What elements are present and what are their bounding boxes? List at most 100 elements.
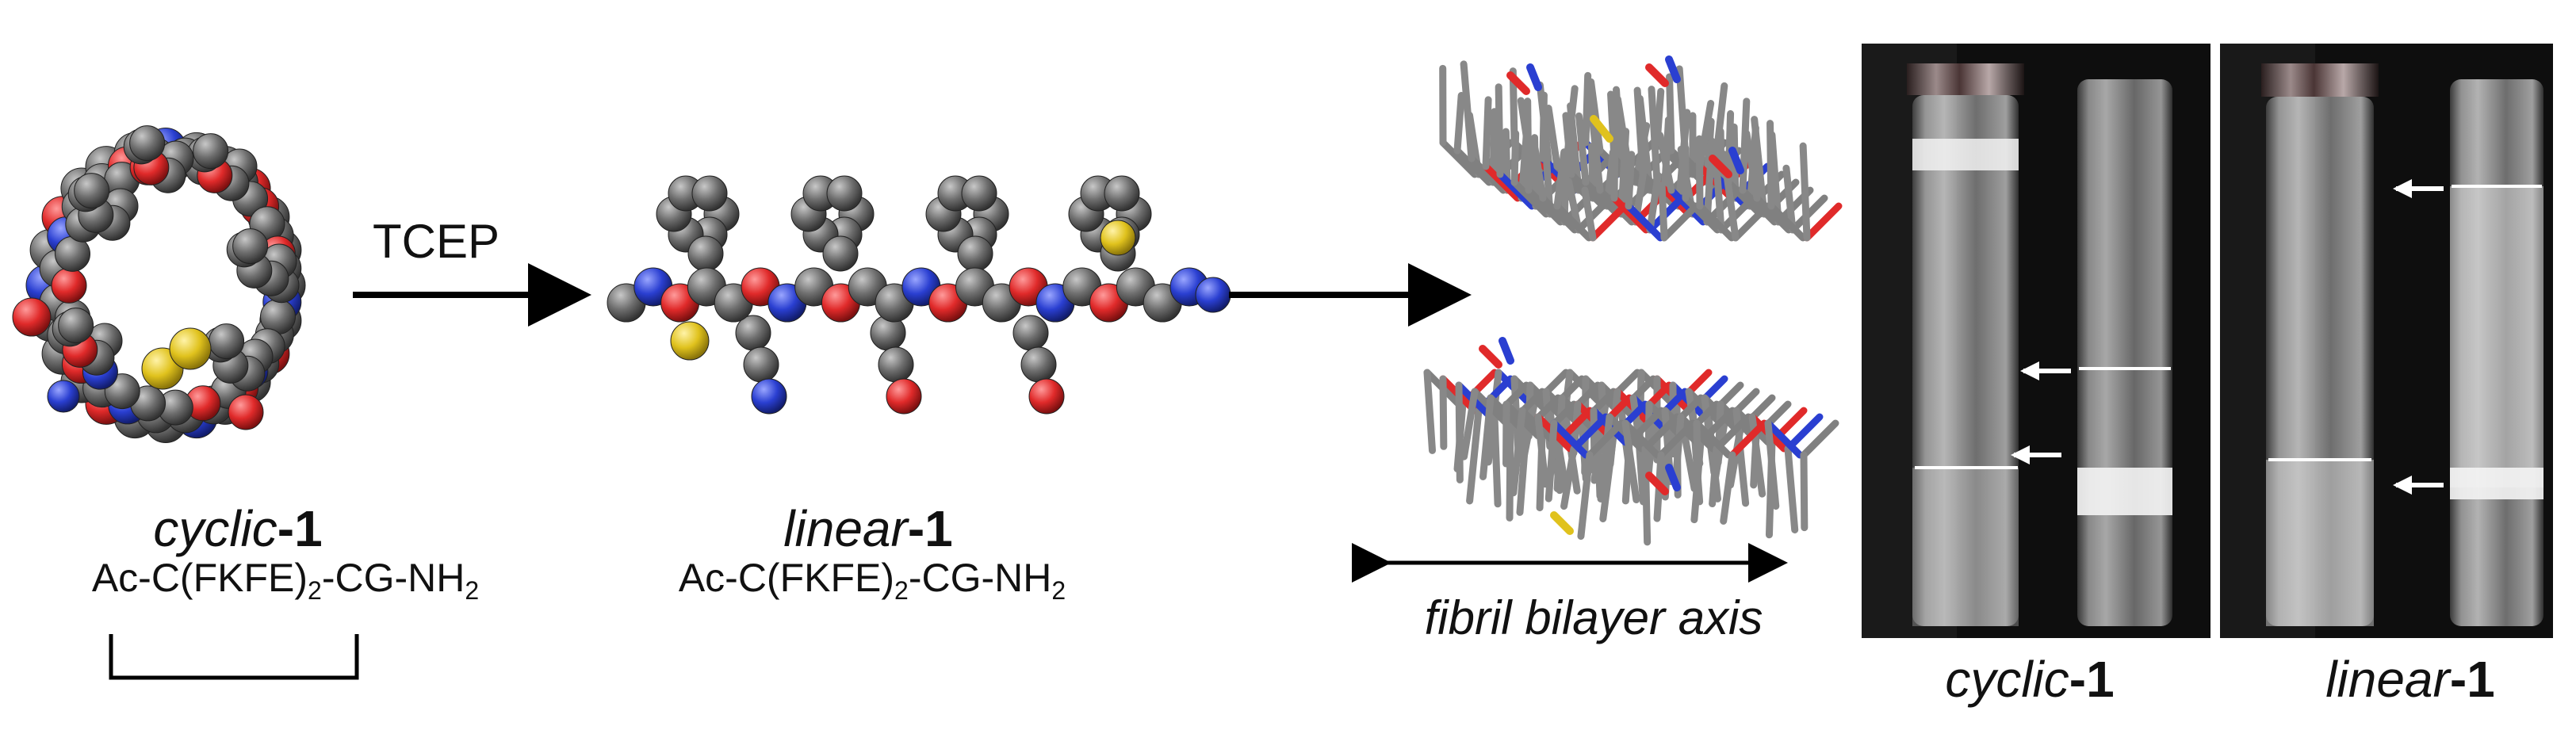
- bond-stick: [1453, 147, 1493, 186]
- bond-stick: [1645, 63, 1669, 87]
- bond-stick: [1693, 419, 1702, 502]
- bond-stick: [1506, 71, 1530, 95]
- bond-stick: [1491, 413, 1502, 508]
- bond-stick: [1739, 186, 1778, 226]
- atom-sphere: [228, 394, 264, 430]
- bond-stick: [1531, 145, 1547, 202]
- bond-stick: [1524, 97, 1533, 194]
- bond-stick: [1625, 151, 1636, 210]
- bond-stick: [1617, 128, 1630, 218]
- bond-stick: [1586, 419, 1625, 459]
- atom-sphere: [232, 228, 269, 265]
- bond-stick: [1782, 164, 1797, 234]
- bond-stick: [1510, 178, 1550, 218]
- atom-sphere: [193, 133, 229, 170]
- bond-stick: [1648, 86, 1661, 186]
- bond-stick: [1732, 202, 1771, 242]
- bond-stick: [1696, 202, 1736, 242]
- bond-stick: [1610, 194, 1650, 234]
- bond-stick: [1516, 426, 1530, 516]
- bond-stick: [1621, 419, 1661, 459]
- bond-stick: [1544, 105, 1561, 170]
- bond-stick: [1423, 369, 1437, 454]
- bond-stick: [1660, 202, 1700, 242]
- bond-stick: [1724, 178, 1764, 218]
- bond-stick: [1525, 186, 1564, 226]
- linear-1-space-filling-model: [607, 175, 1231, 415]
- fibril-axis-label: fibril bilayer axis: [1424, 591, 1763, 644]
- bond-stick: [1534, 413, 1549, 488]
- bond-stick: [1582, 178, 1621, 218]
- bond-stick: [1482, 96, 1492, 170]
- bond-stick: [1743, 130, 1761, 202]
- fibril-bilayer-stick-model: [1423, 55, 1843, 546]
- bond-stick: [1645, 472, 1669, 495]
- atom-sphere: [822, 235, 859, 272]
- cyclic-1-sequence: Ac-C(FKFE)2-CG-NH2: [91, 556, 480, 605]
- linear-1-title: linear-1: [783, 500, 953, 557]
- bond-stick: [1709, 445, 1721, 508]
- atom-sphere: [1100, 220, 1136, 256]
- bond-stick: [1621, 419, 1640, 504]
- bond-stick: [1590, 115, 1613, 143]
- bond-stick: [1439, 375, 1448, 450]
- atom-sphere: [1028, 378, 1065, 415]
- bond-stick: [1560, 445, 1578, 510]
- bond-stick: [1596, 186, 1636, 226]
- photo-panel-cyclic: [1862, 44, 2210, 638]
- bond-stick: [1709, 155, 1732, 178]
- bond-stick: [1482, 162, 1521, 202]
- photo-caption-cyclic: cyclic-1: [1945, 651, 2115, 708]
- bond-stick: [1460, 388, 1479, 461]
- atom-sphere: [670, 321, 710, 361]
- bond-stick: [1800, 419, 1839, 459]
- bond-stick: [1682, 194, 1721, 234]
- bond-stick: [1562, 112, 1575, 178]
- bond-stick: [1553, 148, 1568, 210]
- bond-stick: [1460, 60, 1476, 162]
- photo-panel-linear: [2220, 44, 2553, 638]
- cyclic-1-title: cyclic-1: [153, 500, 323, 557]
- bond-stick: [1597, 413, 1613, 503]
- bond-stick: [1665, 464, 1681, 491]
- atom-sphere: [743, 346, 779, 383]
- atom-sphere: [961, 175, 997, 212]
- atom-sphere: [878, 346, 914, 383]
- atom-sphere: [51, 267, 87, 304]
- bond-stick: [1800, 451, 1809, 532]
- bond-stick: [1479, 345, 1502, 369]
- atom-sphere: [1195, 277, 1231, 313]
- bond-stick: [1495, 83, 1504, 178]
- bond-stick: [1499, 337, 1514, 365]
- bond-stick: [1671, 413, 1685, 485]
- bond-stick: [1544, 419, 1558, 503]
- bond-stick: [1582, 71, 1592, 147]
- atom-sphere: [1104, 175, 1140, 212]
- bond-stick: [1466, 407, 1483, 505]
- bond-stick: [1610, 107, 1619, 202]
- bond-stick: [1695, 135, 1704, 210]
- bond-stick: [1764, 419, 1780, 510]
- atom-sphere: [129, 125, 166, 162]
- bond-stick: [1764, 419, 1804, 459]
- atom-sphere: [1012, 315, 1049, 351]
- bond-stick: [1577, 451, 1594, 541]
- bond-stick: [1575, 194, 1614, 234]
- bond-stick: [1720, 451, 1736, 525]
- linear-1-sequence: Ac-C(FKFE)2-CG-NH2: [678, 556, 1066, 605]
- bond-stick: [1581, 186, 1597, 242]
- bond-stick: [1550, 419, 1590, 459]
- cyclic-1-space-filling-model: [12, 125, 306, 443]
- reagent-label: TCEP: [373, 215, 500, 268]
- bond-stick: [1496, 170, 1536, 210]
- bond-stick: [1453, 92, 1465, 155]
- bond-stick: [1751, 116, 1768, 218]
- atom-sphere: [47, 380, 80, 413]
- photo-caption-linear: linear-1: [2325, 651, 2495, 708]
- bond-stick: [1681, 432, 1698, 492]
- bond-stick: [1589, 202, 1629, 242]
- bond-stick: [1766, 120, 1775, 210]
- atom-sphere: [1020, 346, 1057, 383]
- bond-stick: [1799, 142, 1811, 242]
